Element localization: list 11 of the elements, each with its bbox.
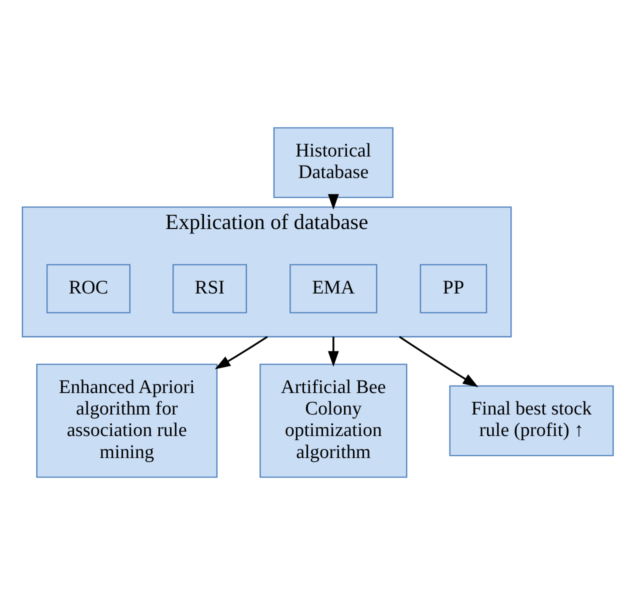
node-box: EMA: [290, 264, 378, 314]
arrow: [214, 336, 268, 370]
node-box: PP: [420, 264, 488, 314]
node-box: Artificial Bee Colony optimization algorithm: [260, 364, 408, 478]
arrow: [328, 336, 339, 367]
arrow: [328, 194, 339, 210]
node-box: Final best stock rule (profit) ↑: [449, 385, 614, 456]
node-box: RSI: [172, 264, 247, 314]
node-box: Enhanced Apriori algorithm for association rule mining: [36, 364, 218, 478]
node-box: ROC: [46, 264, 130, 314]
arrow: [398, 336, 478, 388]
